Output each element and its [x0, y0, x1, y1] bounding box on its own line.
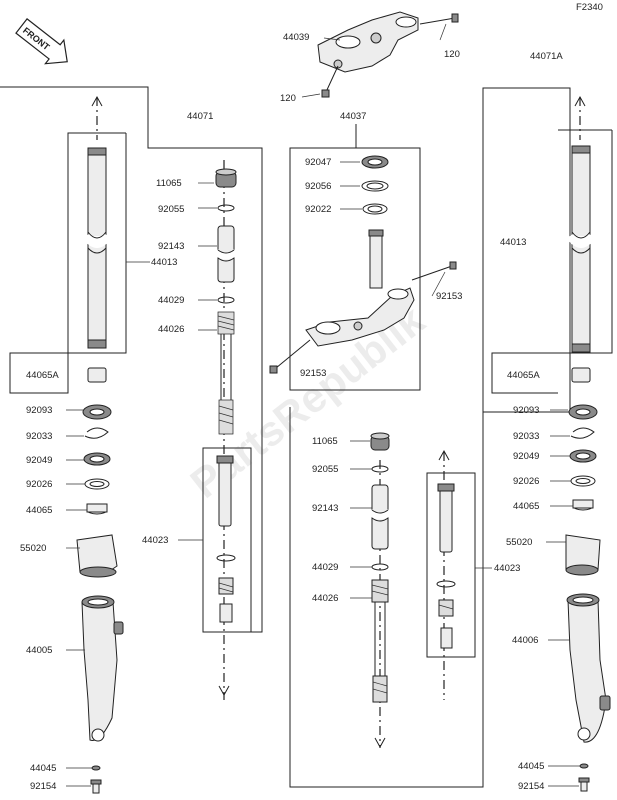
label-92055-left: 92055 — [158, 204, 184, 215]
label-92026-right: 92026 — [513, 476, 539, 487]
label-92055-center: 92055 — [312, 464, 338, 475]
damper-box-right — [426, 472, 476, 658]
label-44023-right: 44023 — [494, 563, 520, 574]
label-92047: 92047 — [305, 157, 331, 168]
label-44065a-right: 44065A — [507, 370, 540, 381]
label-92154-left: 92154 — [30, 781, 56, 792]
right-fork-group — [491, 95, 613, 792]
label-44026-left: 44026 — [158, 324, 184, 335]
label-92049-left: 92049 — [26, 455, 52, 466]
label-92154-right: 92154 — [518, 781, 544, 792]
front-direction-arrow: FRONT — [15, 18, 68, 65]
label-92033-left: 92033 — [26, 431, 52, 442]
label-92153-left: 92153 — [300, 368, 326, 379]
label-92026-left: 92026 — [26, 479, 52, 490]
label-92022: 92022 — [305, 204, 331, 215]
label-44013-left: 44013 — [151, 257, 177, 268]
diagram-code: F2340 — [576, 2, 603, 13]
label-44045-left: 44045 — [30, 763, 56, 774]
label-92093-right: 92093 — [513, 405, 539, 416]
part-labels: 44039 120 120 44071 44037 44071A 11065 92047 920… — [20, 32, 563, 792]
label-44023-left: 44023 — [142, 535, 168, 546]
left-fork-group — [0, 86, 263, 794]
label-55020-left: 55020 — [20, 543, 46, 554]
label-44045-right: 44045 — [518, 761, 544, 772]
label-44071: 44071 — [187, 111, 213, 122]
label-92143-left: 92143 — [158, 241, 184, 252]
label-92093-left: 92093 — [26, 405, 52, 416]
label-11065-left: 11065 — [156, 178, 182, 189]
label-44065a-left: 44065A — [26, 370, 59, 381]
right-fork-internals-group — [289, 87, 571, 788]
label-120-bottom: 120 — [280, 93, 296, 104]
label-92143-center: 92143 — [312, 503, 338, 514]
inner-tube-box — [9, 132, 127, 394]
stem-box — [289, 124, 421, 391]
label-44071a: 44071A — [530, 51, 563, 62]
label-92153-right: 92153 — [436, 291, 462, 302]
label-44065-right: 44065 — [513, 501, 539, 512]
label-44026-center: 44026 — [312, 593, 338, 604]
label-44006: 44006 — [512, 635, 538, 646]
label-92056: 92056 — [305, 181, 331, 192]
label-120-top: 120 — [444, 49, 460, 60]
label-44029-left: 44029 — [158, 295, 184, 306]
label-92049-right: 92049 — [513, 451, 539, 462]
label-44029-center: 44029 — [312, 562, 338, 573]
label-11065-center: 11065 — [312, 436, 338, 447]
label-55020-right: 55020 — [506, 537, 532, 548]
label-44065-left: 44065 — [26, 505, 52, 516]
label-92033-right: 92033 — [513, 431, 539, 442]
label-44013-right: 44013 — [500, 237, 526, 248]
label-44039: 44039 — [283, 32, 309, 43]
center-steering-group — [269, 11, 459, 391]
label-44037: 44037 — [340, 111, 366, 122]
label-44005: 44005 — [26, 645, 52, 656]
